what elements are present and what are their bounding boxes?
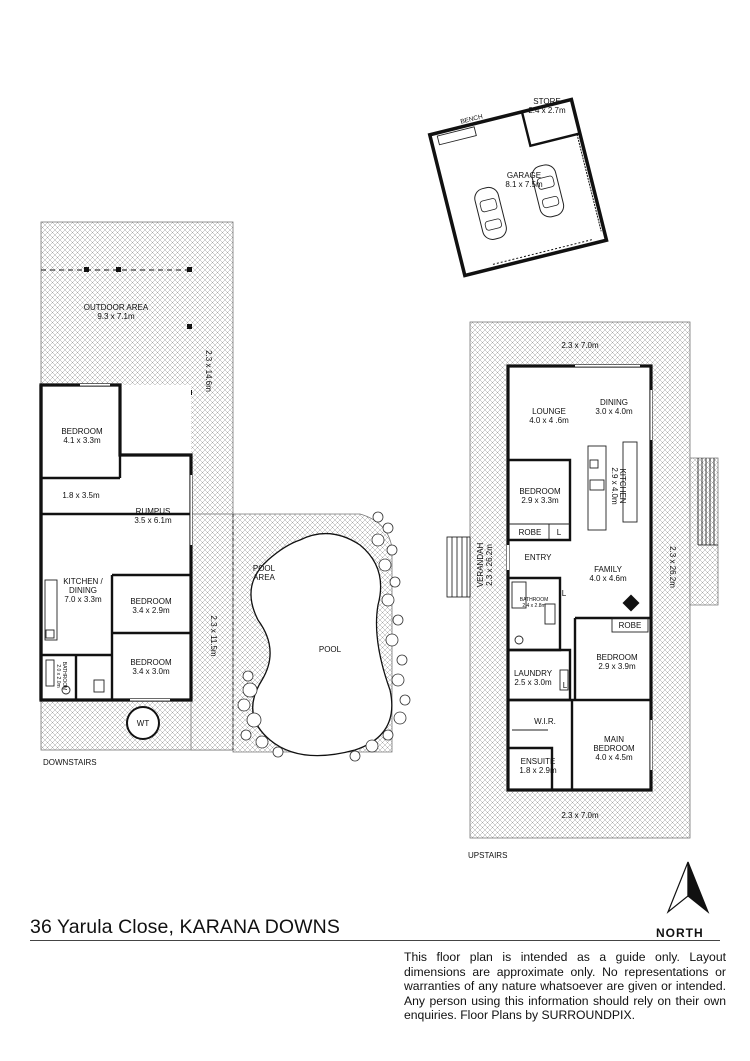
robe2-label: ROBE <box>619 621 642 630</box>
linen1-label: L <box>557 528 562 537</box>
lounge-dim: 4.0 x 4 .6m <box>529 416 569 425</box>
upstairs-label: UPSTAIRS <box>468 851 507 860</box>
disclaimer-text: This floor plan is intended as a guide o… <box>404 950 726 1023</box>
bedroom1-name: BEDROOM <box>61 427 103 436</box>
lounge-name: LOUNGE <box>532 407 566 416</box>
water-tank-label: WT <box>137 719 150 728</box>
main-bedroom-name2: BEDROOM <box>593 744 635 753</box>
upstairs-plan <box>446 321 719 839</box>
pool-area-name2: AREA <box>253 573 275 582</box>
downstairs-label: DOWNSTAIRS <box>43 758 97 767</box>
store-dim: 2.4 x 2.7m <box>528 106 566 115</box>
title-underline <box>30 940 720 941</box>
store-name: STORE <box>533 97 560 106</box>
bathroom-dim: 2.0 x 2.0m <box>55 664 61 687</box>
side-dim-top: 2.3 x 14.6m <box>204 350 213 392</box>
bathroom-dim: 2.4 x 2.8m <box>522 603 545 609</box>
ensuite-name: ENSUITE <box>521 757 556 766</box>
kitchen-dim: 2.9 x 4.0m <box>610 467 619 505</box>
bedroom2-name: BEDROOM <box>596 653 638 662</box>
family-name: FAMILY <box>594 565 623 574</box>
bedroom1-dim: 4.1 x 3.3m <box>63 436 101 445</box>
outdoor-area-name: OUTDOOR AREA <box>84 303 149 312</box>
dining-dim: 3.0 x 4.0m <box>595 407 633 416</box>
car-icon <box>474 186 507 240</box>
bedroom1-name: BEDROOM <box>519 487 561 496</box>
hall-dim: 1.8 x 3.5m <box>62 491 100 500</box>
pool-area-name: POOL <box>253 564 276 573</box>
rumpus-name: RUMPUS <box>136 507 171 516</box>
verandah-name: VERANDAH <box>476 543 485 588</box>
bedroom2-name: BEDROOM <box>130 597 172 606</box>
bedroom1-dim: 2.9 x 3.3m <box>521 496 559 505</box>
car-icon <box>531 164 565 218</box>
garage-dim: 8.1 x 7.5m <box>505 180 543 189</box>
bathroom-name: BATHROOM <box>61 662 67 691</box>
family-dim: 4.0 x 4.6m <box>589 574 627 583</box>
outdoor-area-dim: 9.3 x 7.1m <box>97 312 135 321</box>
property-address-title: 36 Yarula Close, KARANA DOWNS <box>30 916 340 938</box>
bottom-deck-dim: 2.3 x 7.0m <box>561 811 599 820</box>
laundry-dim: 2.5 x 3.0m <box>514 678 552 687</box>
wir-label: W.I.R. <box>534 717 556 726</box>
bedroom3-name: BEDROOM <box>130 658 172 667</box>
main-bedroom-dim: 4.0 x 4.5m <box>595 753 633 762</box>
bedroom2-dim: 3.4 x 2.9m <box>132 606 170 615</box>
robe1-label: ROBE <box>519 528 542 537</box>
entry-label: ENTRY <box>525 553 553 562</box>
main-bedroom-name: MAIN <box>604 735 624 744</box>
garage-name: GARAGE <box>507 171 541 180</box>
garage-block: BENCH STORE 2.4 x 2.7m GARAGE 8.1 x 7.5m <box>427 97 609 278</box>
kitchen-dim: 7.0 x 3.3m <box>64 595 102 604</box>
rumpus-dim: 3.5 x 6.1m <box>134 516 172 525</box>
north-label: NORTH <box>656 926 704 940</box>
bathroom-name: BATHROOM <box>520 597 549 603</box>
pool <box>237 511 411 762</box>
north-arrow-icon <box>666 861 710 914</box>
kitchen-name2: DINING <box>69 586 97 595</box>
verandah-dim: 2.3 x 26.2m <box>485 544 494 586</box>
kitchen-name: KITCHEN <box>618 468 627 503</box>
dining-name: DINING <box>600 398 628 407</box>
kitchen-name: KITCHEN / <box>63 577 103 586</box>
right-deck-dim: 2.3 x 26.2m <box>668 546 677 588</box>
linen3-label: L <box>563 681 568 690</box>
bedroom2-dim: 2.9 x 3.9m <box>598 662 636 671</box>
ensuite-dim: 1.8 x 2.9m <box>519 766 557 775</box>
laundry-name: LAUNDRY <box>514 669 553 678</box>
bedroom3-dim: 3.4 x 3.0m <box>132 667 170 676</box>
linen2-label: L <box>562 589 567 598</box>
top-deck-dim: 2.3 x 7.0m <box>561 341 599 350</box>
side-dim-bottom: 2.3 x 11.5m <box>209 615 218 657</box>
pool-label: POOL <box>319 645 342 654</box>
